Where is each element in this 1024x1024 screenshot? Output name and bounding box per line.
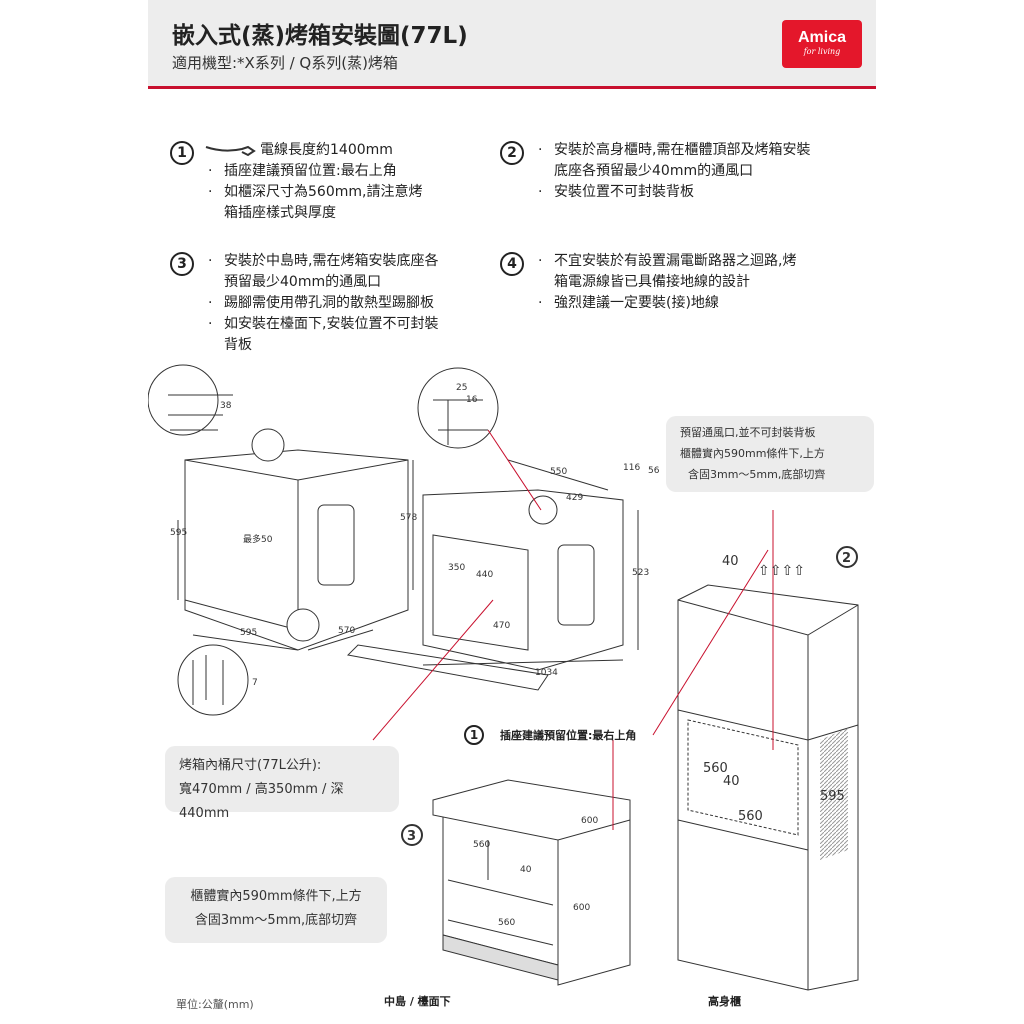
dim-label: 550 <box>550 467 567 477</box>
note-text: 含固3mm～5mm,底部切齊 <box>194 913 358 928</box>
note-4: 不宜安裝於有設置漏電斷路器之迴路,烤 箱電源線皆已具備接地線的設計 強烈建議一定… <box>534 251 796 314</box>
header: 嵌入式(蒸)烤箱安裝圖(77L) 適用機型:*X系列 / Q系列(蒸)烤箱 Am… <box>148 0 876 89</box>
dim-label: 595 <box>820 789 845 804</box>
dim-label: 350 <box>448 563 465 573</box>
note-text: 插座建議預留位置:最右上角 <box>204 161 422 182</box>
dim-label: 560 <box>738 809 763 824</box>
note-text: 含固3mm～5mm,底部切齊 <box>688 468 826 481</box>
note-text: 箱插座樣式與厚度 <box>224 205 336 221</box>
note-text: 強烈建議一定要裝(接)地線 <box>534 293 796 314</box>
note-text: 背板 <box>224 337 252 353</box>
page-title: 嵌入式(蒸)烤箱安裝圖(77L) <box>172 23 468 49</box>
dim-label: 595 <box>240 628 257 638</box>
note-number: 2 <box>842 551 851 566</box>
logo-tagline: for living <box>803 47 841 56</box>
dim-label: 56 <box>648 466 660 476</box>
inner-size-note: 烤箱內桶尺寸(77L公升): 寬470mm / 高350mm / 深440mm <box>165 746 399 821</box>
note-1: 電線長度約1400mm 插座建議預留位置:最右上角 如櫃深尺寸為560mm,請注… <box>204 140 422 224</box>
oven-side-view: 38 595 最多50 595 570 578 7 <box>148 364 417 716</box>
dim-label: 470 <box>493 621 510 631</box>
amica-logo: Amica for living <box>782 20 862 68</box>
note-text: 安裝於高身櫃時,需在櫃體頂部及烤箱安裝 <box>534 140 810 161</box>
dim-label: 560 <box>703 761 728 776</box>
note-text: 安裝位置不可封裝背板 <box>534 182 810 203</box>
note-number: 4 <box>500 252 524 276</box>
dim-label: 600 <box>581 816 598 826</box>
note-number: 1 <box>170 141 194 165</box>
dim-label: 429 <box>566 493 583 503</box>
note-text: 踢腳需使用帶孔洞的散熱型踢腳板 <box>204 293 438 314</box>
power-cable-icon <box>205 145 256 157</box>
note-text: 烤箱內桶尺寸(77L公升): <box>179 758 322 773</box>
note-text: 如安裝在檯面下,安裝位置不可封裝 <box>204 314 438 335</box>
note-text: 如櫃深尺寸為560mm,請注意烤 <box>204 182 422 203</box>
note-2: 安裝於高身櫃時,需在櫃體頂部及烤箱安裝 底座各預留最少40mm的通風口 安裝位置… <box>534 140 810 203</box>
cable-length: 電線長度約1400mm <box>204 140 422 161</box>
note-text: 不宜安裝於有設置漏電斷路器之迴路,烤 <box>534 251 796 272</box>
dim-label: 440 <box>476 570 493 580</box>
dim-label: 7 <box>252 678 258 688</box>
dim-label: 25 <box>456 383 467 393</box>
dim-label: 40 <box>520 865 532 875</box>
note-text: 預留最少40mm的通風口 <box>224 274 382 290</box>
dim-label: 600 <box>573 903 590 913</box>
vent-arrows-icon: ⇧⇧⇧⇧ <box>758 563 805 579</box>
dim-label: 40 <box>723 774 740 789</box>
dim-label: 560 <box>498 918 515 928</box>
socket-label: 插座建議預留位置:最右上角 <box>500 729 637 742</box>
page: 嵌入式(蒸)烤箱安裝圖(77L) 適用機型:*X系列 / Q系列(蒸)烤箱 Am… <box>148 0 876 1024</box>
island-cabinet: 600 560 40 560 600 3 <box>401 740 631 986</box>
note-number: 2 <box>500 141 524 165</box>
logo-text: Amica <box>797 29 847 46</box>
note-text: 寬470mm / 高350mm / 深440mm <box>179 782 344 821</box>
note-text: 電線長度約1400mm <box>260 142 393 158</box>
tall-cabinet-note: 預留通風口,並不可封裝背板 櫃體實內590mm條件下,上方 含固3mm～5mm,… <box>666 416 874 492</box>
oven-open-view: 25 16 550 116 56 429 350 440 470 523 103… <box>346 367 660 741</box>
note-number: 3 <box>407 829 416 844</box>
unit-label: 單位:公釐(mm) <box>176 998 254 1011</box>
dim-label: 523 <box>632 568 649 578</box>
dim-label: 最多50 <box>243 533 273 545</box>
dim-label: 578 <box>400 513 417 523</box>
dim-label: 116 <box>623 463 640 473</box>
dim-label: 16 <box>466 395 478 405</box>
cabinet-note: 櫃體實內590mm條件下,上方 含固3mm～5mm,底部切齊 <box>165 877 387 943</box>
note-text: 底座各預留最少40mm的通風口 <box>554 163 754 179</box>
installation-diagram: 38 595 最多50 595 570 578 7 25 16 550 116 … <box>148 364 859 991</box>
dim-label: 570 <box>338 626 355 636</box>
tall-cabinet-label: 高身櫃 <box>708 995 741 1008</box>
dim-label: 1034 <box>535 668 558 678</box>
page-subtitle: 適用機型:*X系列 / Q系列(蒸)烤箱 <box>172 54 398 72</box>
note-text: 安裝於中島時,需在烤箱安裝底座各 <box>204 251 438 272</box>
note-text: 箱電源線皆已具備接地線的設計 <box>554 274 750 290</box>
dim-label: 38 <box>220 401 232 411</box>
dim-label: 560 <box>473 840 490 850</box>
note-text: 櫃體實內590mm條件下,上方 <box>190 889 362 904</box>
island-label: 中島 / 檯面下 <box>384 995 451 1008</box>
tall-cabinet: 40 560 40 560 595 2 ⇧⇧⇧⇧ <box>652 510 859 991</box>
dim-label: 40 <box>722 554 739 569</box>
note-text: 預留通風口,並不可封裝背板 <box>680 426 816 439</box>
note-number: 3 <box>170 252 194 276</box>
dim-label: 595 <box>170 528 187 538</box>
note-text: 櫃體實內590mm條件下,上方 <box>680 447 825 460</box>
note-number: 1 <box>464 725 484 745</box>
note-3: 安裝於中島時,需在烤箱安裝底座各 預留最少40mm的通風口 踢腳需使用帶孔洞的散… <box>204 251 438 356</box>
